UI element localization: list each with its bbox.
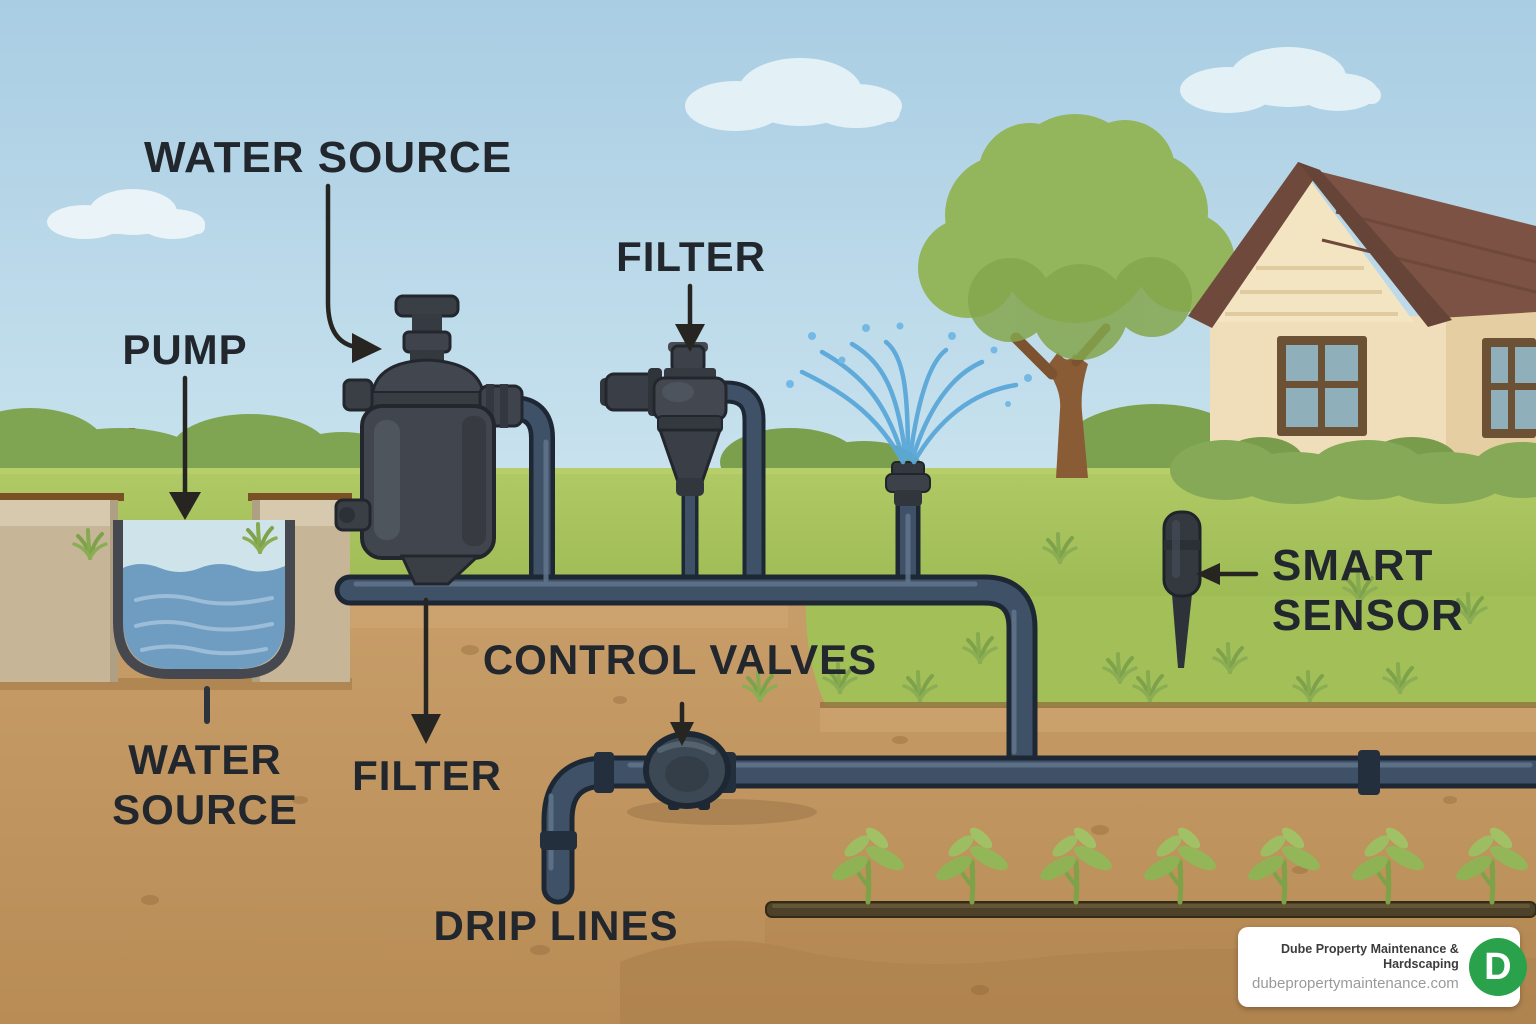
pit-label-connector: [204, 686, 210, 724]
label-control-valves: CONTROL VALVES: [483, 636, 877, 683]
label-water-source-top: WATER SOURCE: [144, 133, 512, 182]
arrow-water-source-top: [325, 183, 359, 350]
water-spray: [799, 339, 1019, 465]
label-smart-sensor-line1: SMART: [1272, 541, 1433, 590]
sprinkler-head: [885, 461, 931, 506]
company-logo: D: [1468, 938, 1527, 996]
cloud-top-center: [685, 58, 902, 131]
roof-main: [1306, 168, 1536, 318]
tree: [918, 114, 1235, 478]
soil-top-band-right: [820, 708, 1536, 732]
annotations: [182, 183, 1259, 727]
company-website: dubepropertymaintenance.com: [1252, 974, 1459, 992]
soil-speckles: [141, 645, 1457, 995]
grass-horizon-edge: [0, 468, 1536, 474]
pump-inlet-upper: [342, 378, 374, 412]
cloud-top-right: [1180, 47, 1381, 113]
house-bushes: [1170, 440, 1536, 504]
pit-liner: [113, 520, 295, 679]
concrete-block-left: [0, 500, 118, 682]
valve-shadow: [627, 799, 817, 825]
company-logo-letter: D: [1484, 945, 1512, 988]
cloud-left: [47, 189, 205, 239]
badge-text: Dube Property Maintenance & Hardscaping …: [1252, 942, 1459, 992]
control-valve: [643, 731, 731, 810]
label-smart-sensor-line2: SENSOR: [1272, 591, 1464, 640]
label-pump: PUMP: [122, 326, 247, 373]
soil-top-band-left: [348, 602, 788, 628]
window-side: [1482, 338, 1536, 438]
drip-line-highlight: [772, 904, 1530, 908]
water-pit: [0, 493, 352, 724]
smart-sensor: [1162, 510, 1202, 668]
arrowheads: [169, 324, 1220, 746]
filter-unit: [600, 342, 728, 496]
label-water-source-bottom-line2: SOURCE: [112, 786, 298, 833]
pipe-couplings: [540, 750, 1380, 850]
label-drip-lines: DRIP LINES: [434, 902, 679, 949]
company-name-line1: Dube Property Maintenance &: [1280, 942, 1459, 957]
company-name-line2: Hardscaping: [1383, 956, 1459, 971]
label-water-source-bottom-line1: WATER: [128, 736, 282, 783]
company-badge: Dube Property Maintenance & Hardscaping …: [1238, 927, 1527, 1007]
label-filter-top: FILTER: [616, 233, 766, 280]
roof-gable-right: [1298, 162, 1452, 327]
label-filter-bottom: FILTER: [352, 752, 502, 799]
spray-droplets: [786, 322, 1032, 407]
window-front: [1277, 336, 1367, 436]
soil-edge-right: [820, 702, 1536, 708]
grass-right-extension: [805, 596, 1536, 706]
pump-unit: [334, 294, 524, 586]
house: [1170, 162, 1536, 504]
pit-water: [123, 564, 285, 669]
roof-gable-left: [1188, 162, 1320, 328]
